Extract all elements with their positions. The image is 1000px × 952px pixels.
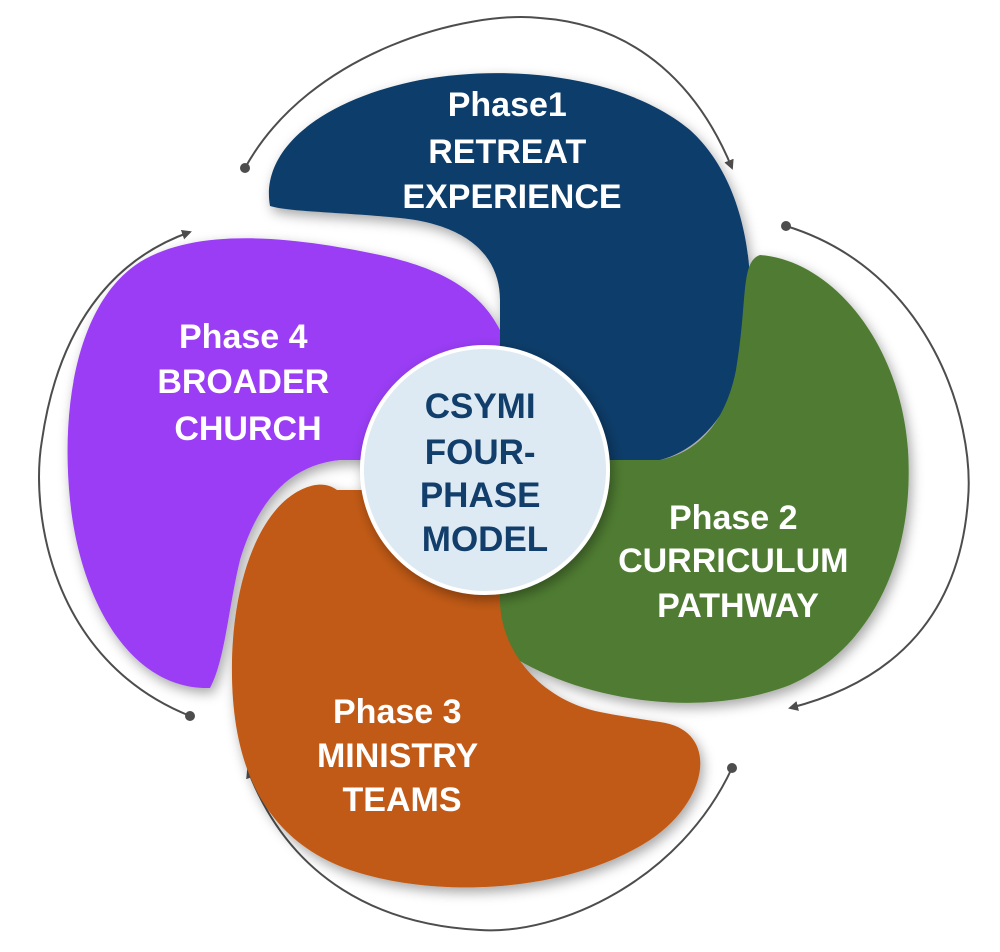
center-label: CSYMI FOUR- PHASE MODEL — [420, 387, 550, 559]
phase3-label-line: TEAMS — [343, 781, 462, 819]
phase2-label-line: Phase 2 — [669, 499, 798, 537]
phase2-label: Phase 2 CURRICULUM PATHWAY — [618, 499, 858, 625]
phase1-petal — [268, 73, 751, 460]
arrow-bottom-start-dot — [727, 763, 737, 773]
phase1-label: Phase1 RETREAT EXPERIENCE — [402, 86, 621, 216]
center-label-line: FOUR- — [425, 433, 536, 472]
phase4-label-line: Phase 4 — [179, 318, 308, 356]
phase3-label-line: Phase 3 — [333, 693, 462, 731]
phase1-label-line: RETREAT — [428, 133, 586, 171]
phase1-label-line: Phase1 — [448, 86, 567, 124]
phase4-label-line: BROADER — [157, 363, 329, 401]
arrow-left-start-dot — [185, 711, 195, 721]
phase2-petal — [495, 255, 909, 703]
cycle-arrows — [38, 16, 970, 932]
center-circle — [360, 345, 610, 595]
center-label-line: PHASE — [420, 476, 541, 515]
phase4-label-line: CHURCH — [174, 410, 321, 448]
phase2-label-line: PATHWAY — [657, 587, 819, 625]
center-label-line: MODEL — [422, 520, 548, 559]
phase3-label: Phase 3 MINISTRY TEAMS — [317, 693, 487, 819]
arrow-left — [38, 229, 192, 717]
phase2-label-line: CURRICULUM — [618, 542, 848, 580]
arrow-top — [244, 16, 734, 170]
phase3-petal — [231, 484, 701, 888]
arrow-right — [785, 225, 970, 711]
arrow-top-start-dot — [240, 163, 250, 173]
phase4-label: Phase 4 BROADER CHURCH — [157, 318, 338, 448]
center-label-line: CSYMI — [425, 387, 536, 426]
arrow-right-start-dot — [781, 221, 791, 231]
phase1-label-line: EXPERIENCE — [402, 178, 621, 216]
phase4-petal — [67, 238, 500, 689]
arrow-bottom — [246, 767, 733, 932]
phase3-label-line: MINISTRY — [317, 737, 479, 775]
